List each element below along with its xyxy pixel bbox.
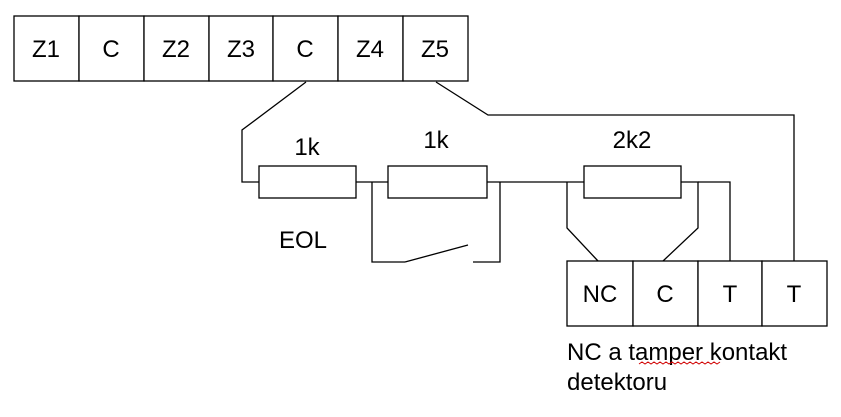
resistor-r3	[583, 165, 682, 199]
terminal-z5-box	[402, 15, 469, 82]
resistor-r1-label: 1k	[294, 134, 320, 161]
detector-c-box	[632, 260, 699, 327]
terminal-z1-box	[13, 15, 80, 82]
wire-c	[662, 181, 699, 262]
terminal-c2-box	[272, 15, 339, 82]
wire-z5-to-t	[435, 81, 795, 261]
detector-nc-label: NC	[583, 281, 618, 308]
detector-t1-box	[697, 260, 763, 327]
detector-nc-box	[566, 260, 634, 327]
resistor-r2	[387, 165, 488, 199]
detector-c-label: C	[656, 281, 673, 308]
wires	[241, 81, 795, 263]
detector-t1-label: T	[723, 281, 738, 308]
eol-label: EOL	[279, 227, 327, 254]
terminal-z4-label: Z4	[356, 36, 384, 63]
terminal-c1-label: C	[102, 36, 119, 63]
top-terminal-strip: Z1 C Z2 Z3 C Z4 Z5	[13, 15, 469, 82]
terminal-z5-label: Z5	[421, 36, 449, 63]
spellcheck-underline	[638, 361, 721, 365]
caption-line-1: NC a tamper kontakt	[567, 339, 787, 366]
terminal-z3-label: Z3	[227, 36, 255, 63]
switch-left-leg	[371, 182, 405, 263]
terminal-z2-box	[143, 15, 210, 82]
caption-line-2: detektoru	[567, 369, 667, 396]
resistors: 1k 1k 2k2	[258, 127, 682, 199]
resistor-r1	[258, 165, 357, 199]
terminal-z1-label: Z1	[32, 36, 60, 63]
terminal-z2-label: Z2	[162, 36, 190, 63]
terminal-c2-label: C	[296, 36, 313, 63]
terminal-c1-box	[78, 15, 145, 82]
detector-t2-box	[761, 260, 828, 327]
wire-c-to-r1	[241, 81, 307, 183]
switch-right-leg	[473, 182, 501, 263]
detector-terminal-strip: NC C T T	[566, 260, 828, 327]
terminal-z4-box	[337, 15, 404, 82]
switch-contact	[404, 244, 469, 263]
wire-t1	[698, 181, 731, 261]
resistor-r2-label: 1k	[423, 127, 449, 154]
wire-nc	[566, 182, 599, 262]
resistor-r3-label: 2k2	[613, 127, 652, 154]
detector-t2-label: T	[787, 281, 802, 308]
